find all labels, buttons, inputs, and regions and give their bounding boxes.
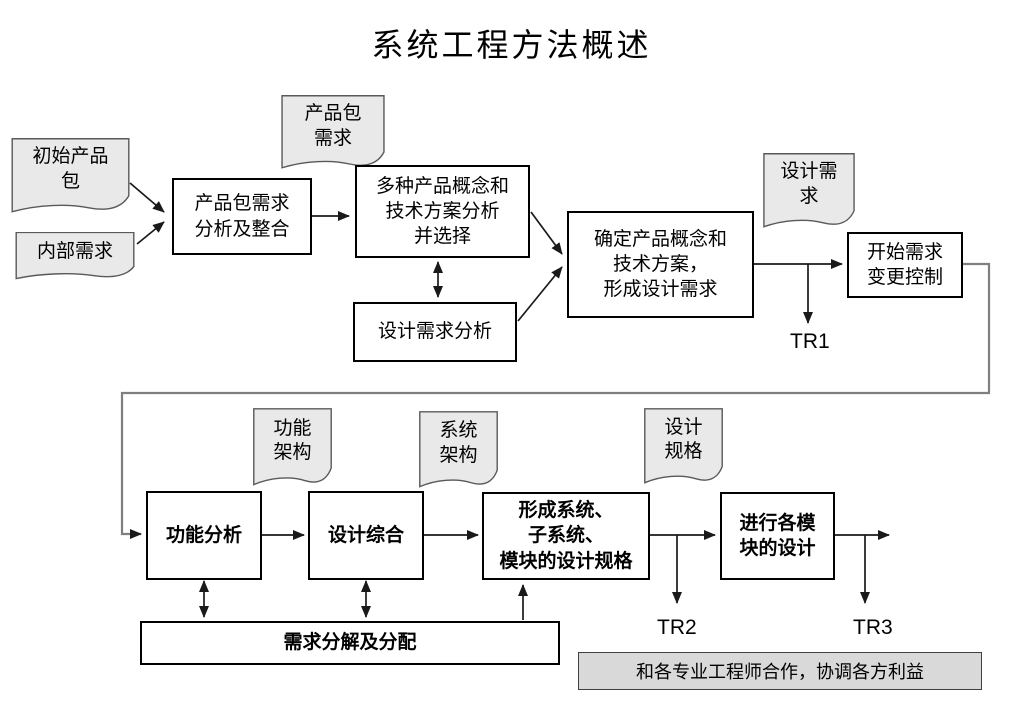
process-design-req-analysis: 设计需求分析 — [353, 302, 517, 362]
page-title: 系统工程方法概述 — [371, 27, 652, 63]
arrow-concept-to-confirm — [530, 211, 563, 255]
document-product-package-requirements: 产品包 需求 — [281, 95, 385, 170]
process-design-synthesis: 设计综合 — [308, 491, 424, 580]
process-label: 形成系统、 子系统、 模块的设计规格 — [499, 500, 633, 572]
document-label: 设计需 求 — [780, 161, 838, 207]
process-change-control: 开始需求 变更控制 — [847, 232, 963, 298]
feedback-line-to-functional-analysis — [120, 262, 991, 539]
document-internal-requirements: 内部需求 — [15, 232, 135, 280]
milestone-tr3: TR3 — [853, 616, 893, 639]
process-functional-analysis: 功能分析 — [146, 491, 262, 580]
process-module-design: 进行各模 块的设计 — [720, 492, 835, 580]
process-form-spec: 形成系统、 子系统、 模块的设计规格 — [482, 492, 650, 580]
document-label: 功能 架构 — [273, 417, 312, 464]
process-label: 开始需求 变更控制 — [866, 241, 943, 288]
arrow-internal-req-to-analysis — [136, 221, 165, 245]
process-label: 设计综合 — [327, 524, 404, 546]
process-package-req-analysis: 产品包需求 分析及整合 — [172, 178, 312, 255]
process-label: 需求分解及分配 — [283, 632, 417, 654]
document-label: 内部需求 — [36, 240, 113, 262]
arrow-initial-package-to-analysis — [129, 182, 165, 213]
document-design-specification: 设计 规格 — [644, 408, 723, 485]
document-label: 系统 架构 — [439, 420, 478, 466]
document-initial-product-package: 初始产品 包 — [11, 138, 130, 214]
document-functional-architecture: 功能 架构 — [253, 408, 332, 487]
process-label: 功能分析 — [165, 524, 242, 546]
process-req-decomposition: 需求分解及分配 — [140, 621, 560, 665]
process-confirm-concept: 确定产品概念和 技术方案， 形成设计需求 — [567, 211, 754, 318]
process-concept-analysis: 多种产品概念和 技术方案分析 并选择 — [355, 165, 530, 258]
document-label: 设计 规格 — [664, 416, 703, 463]
note-cooperation: 和各专业工程师合作，协调各方利益 — [578, 652, 982, 690]
process-label: 确定产品概念和 技术方案， 形成设计需求 — [593, 228, 727, 301]
document-label: 初始产品 包 — [32, 146, 109, 192]
document-label: 产品包 需求 — [304, 102, 362, 149]
process-label: 产品包需求 分析及整合 — [194, 193, 290, 240]
milestone-tr2: TR2 — [657, 616, 697, 639]
milestone-tr1: TR1 — [790, 330, 830, 353]
document-system-architecture: 系统 架构 — [419, 411, 498, 489]
process-label: 进行各模 块的设计 — [739, 512, 816, 559]
arrow-designreq-to-confirm — [517, 266, 563, 322]
document-design-requirements: 设计需 求 — [763, 153, 855, 229]
process-label: 设计需求分析 — [377, 321, 492, 343]
process-label: 多种产品概念和 技术方案分析 并选择 — [375, 175, 509, 248]
